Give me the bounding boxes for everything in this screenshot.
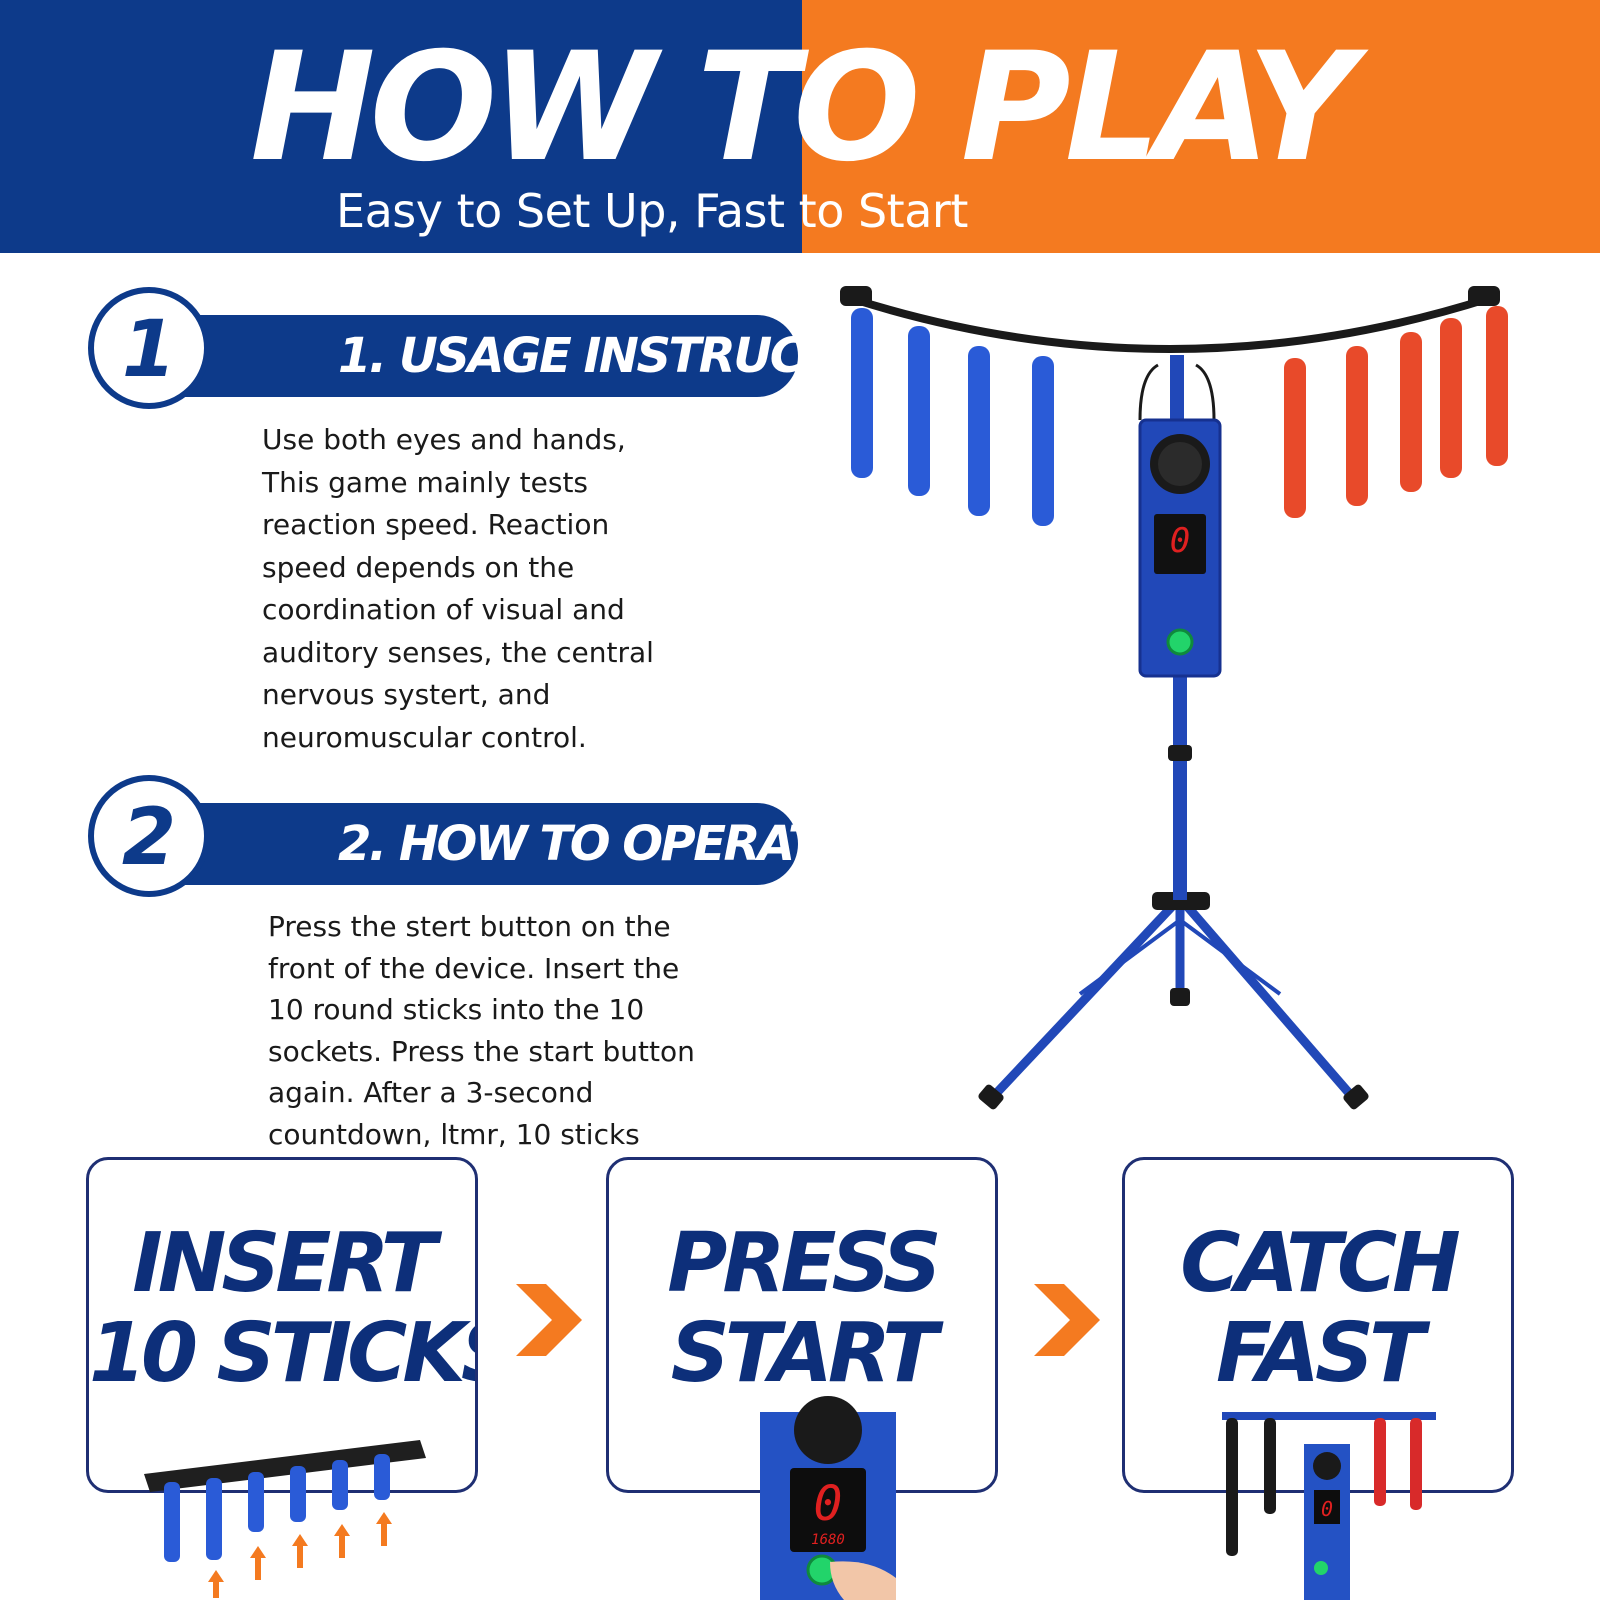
- step-1-pill: 1. USAGE INSTRUCTIONS: [178, 315, 959, 397]
- paragraph-line: This game mainly tests: [262, 465, 589, 499]
- step-1-description: Use both eyes and hands, This game mainl…: [262, 419, 654, 759]
- press-start-illustration: 0 1680: [760, 1396, 896, 1600]
- paragraph-line: front of the device. Insert the: [268, 951, 680, 985]
- card-line: INSERT: [132, 1216, 437, 1311]
- reaction-trainer-illustration: 0: [840, 286, 1508, 1110]
- paragraph-line: sockets. Press the start button: [268, 1034, 695, 1068]
- paragraph-line: 10 round sticks into the 10: [268, 993, 645, 1026]
- display-digit: 0: [814, 1476, 843, 1532]
- paragraph-line: auditory senses, the central: [262, 635, 654, 669]
- paragraph-line: Use both eyes and hands,: [262, 423, 626, 456]
- paragraph-line: nervous systert, and: [262, 678, 551, 711]
- digital-display-icon: [1154, 514, 1206, 574]
- step-2-title: 2. HOW TO OPERATE: [338, 816, 851, 872]
- step-2-number: 2: [121, 793, 177, 883]
- insert-sticks-illustration: [144, 1440, 426, 1598]
- paragraph-line: countdown, ltmr, 10 sticks: [268, 1117, 640, 1151]
- speaker-icon: [794, 1396, 862, 1464]
- header-banner: HOW TO PLAY Easy to Set Up, Fast to Star…: [0, 0, 1600, 253]
- card-line: FAST: [1216, 1306, 1425, 1401]
- card-line: PRESS: [667, 1216, 941, 1311]
- card-catch-fast: CATCH FAST: [1122, 1157, 1514, 1493]
- step-2-number-badge: 2: [88, 775, 210, 897]
- pole: [1173, 675, 1187, 900]
- chevron-right-icon: [1034, 1284, 1100, 1356]
- step-2-description: Press the stert button on the front of t…: [268, 906, 695, 1155]
- page-title: HOW TO PLAY: [250, 21, 1356, 195]
- paragraph-line: speed depends on the: [262, 550, 575, 584]
- paragraph-line: reaction speed. Reaction: [262, 508, 610, 541]
- blue-sticks: [851, 308, 1054, 526]
- display-digit: 0: [1321, 1497, 1333, 1521]
- step-2-heading: 2. HOW TO OPERATE 2: [88, 775, 851, 907]
- card-insert-sticks: INSERT 10 STICKS: [86, 1157, 478, 1493]
- display-sub-value: 1680: [811, 1532, 845, 1548]
- display-digit: 0: [1170, 521, 1190, 561]
- start-button-icon: [1166, 628, 1194, 656]
- paragraph-line: coordination of visual and: [262, 593, 625, 626]
- chevron-right-icon: [516, 1284, 582, 1356]
- paragraph-line: Press the stert button on the: [268, 910, 671, 943]
- step-1-number: 1: [121, 305, 177, 395]
- paragraph-line: neuromuscular control.: [262, 720, 587, 754]
- tripod-icon: [978, 892, 1369, 1110]
- step-1-number-badge: 1: [88, 287, 210, 409]
- red-sticks: [1284, 306, 1508, 518]
- step-2-pill: 2. HOW TO OPERATE: [178, 803, 851, 885]
- finger-icon: [830, 1561, 896, 1600]
- up-arrow-icon: [208, 1512, 392, 1598]
- page-subtitle: Easy to Set Up, Fast to Start: [336, 184, 968, 238]
- start-button-icon: [1314, 1561, 1328, 1575]
- banner-blue-half: [0, 0, 802, 253]
- speaker-icon: [1313, 1452, 1341, 1480]
- card-line: 10 STICKS: [89, 1306, 478, 1401]
- catch-fast-illustration: 0: [1222, 1412, 1436, 1600]
- card-line: CATCH: [1180, 1216, 1461, 1311]
- paragraph-line: again. After a 3-second: [268, 1076, 594, 1109]
- step-1-heading: 1. USAGE INSTRUCTIONS 1: [88, 287, 959, 419]
- digital-display-icon: [790, 1468, 866, 1552]
- stick-holder-bar: [848, 294, 1492, 353]
- banner-orange-half: [802, 0, 1600, 253]
- digital-display-icon: [1314, 1490, 1340, 1524]
- card-line: START: [670, 1306, 938, 1401]
